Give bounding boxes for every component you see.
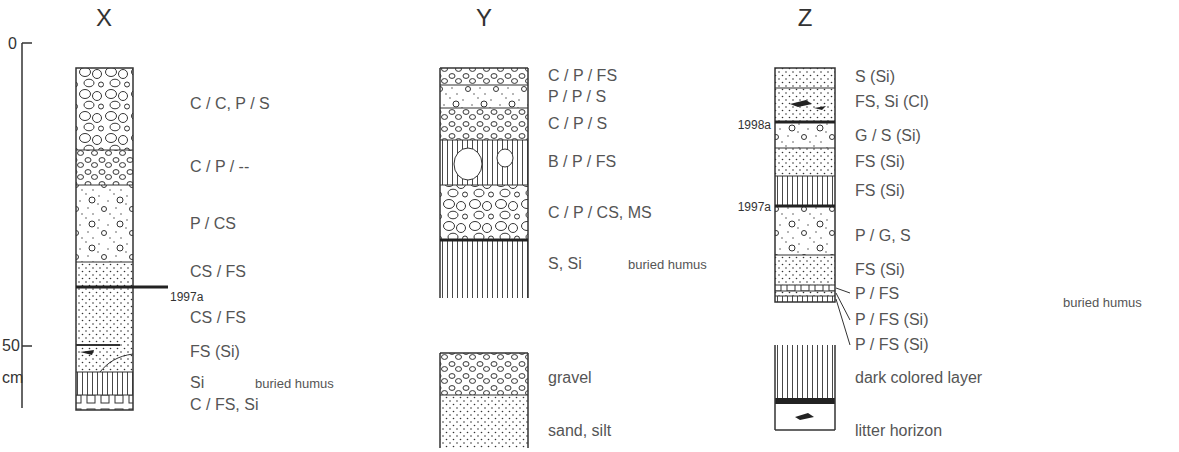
horizon-note: buried humus <box>628 258 707 272</box>
depth-unit: cm <box>2 369 23 387</box>
layer-label: C / C, P / S <box>190 95 270 113</box>
depth-tick: 50 <box>2 337 20 355</box>
profile-y <box>440 68 528 298</box>
humus-layer <box>76 372 133 395</box>
layer-label: FS, Si (Cl) <box>855 93 929 111</box>
thin-layer <box>775 285 835 291</box>
layer-label: FS (Si) <box>855 182 905 200</box>
layer-label: C / P / -- <box>190 158 249 176</box>
pebble-layer <box>440 68 528 85</box>
gravel-layer <box>76 395 133 410</box>
column-heading: Y <box>476 5 492 31</box>
layer-label: P / FS <box>855 285 899 303</box>
pebble-layer <box>440 108 528 140</box>
pebble-layer <box>76 150 133 185</box>
layer-label: FS (Si) <box>190 343 240 361</box>
gravel-layer <box>440 353 528 395</box>
column-heading: X <box>96 5 112 31</box>
flood-marker-line <box>775 205 835 208</box>
layer-label: P / G, S <box>855 227 911 245</box>
sand-layer <box>440 395 528 448</box>
layer-label: B / P / FS <box>548 153 616 171</box>
layer-label: P / CS <box>190 215 236 233</box>
layer-label: C / P / FS <box>548 67 617 85</box>
layer-label: Si <box>190 374 204 392</box>
layer-label: G / S (Si) <box>855 127 921 145</box>
layer-label: CS / FS <box>190 263 246 281</box>
sand-layer <box>76 287 133 345</box>
boulder <box>497 149 513 167</box>
clay-lens <box>790 100 812 107</box>
cobble-layer <box>440 185 528 240</box>
depth-tick: 0 <box>8 35 17 53</box>
cobble-layer <box>76 68 133 150</box>
layer-label: P / P / S <box>548 88 606 106</box>
profile-z-lower <box>775 345 835 430</box>
dark-layer <box>775 345 835 398</box>
boulder-layer <box>440 140 528 185</box>
year-marker: 1997a <box>170 291 203 304</box>
humus-layer <box>775 296 835 302</box>
clay-lens <box>814 106 826 110</box>
layer-label: P / FS (Si) <box>855 336 929 354</box>
profile-z <box>775 68 850 345</box>
sand-pebble-layer <box>76 185 133 262</box>
horizon-note: buried humus <box>1063 296 1142 310</box>
flood-marker-line <box>76 286 168 289</box>
horizon-note: buried humus <box>255 377 334 391</box>
sand-layer <box>76 262 133 287</box>
layer-label: dark colored layer <box>855 369 982 387</box>
gravel-sand-layer <box>775 122 835 148</box>
sand-pebble-layer <box>440 85 528 108</box>
humus-layer <box>440 240 528 298</box>
fine-sand-layer <box>775 255 835 285</box>
layer-boundary <box>100 354 133 372</box>
layer-label: gravel <box>548 369 592 387</box>
depth-scale <box>22 43 32 408</box>
pebble-sand-layer <box>775 206 835 255</box>
layer-label: S (Si) <box>855 68 895 86</box>
litter-horizon <box>775 404 835 430</box>
profile-y-lower <box>440 353 528 448</box>
layer-label: S, Si <box>548 255 582 273</box>
litter-lens <box>795 413 814 420</box>
fine-sand-layer <box>775 88 835 122</box>
fine-sand-layer <box>775 148 835 176</box>
silty-layer <box>775 176 835 206</box>
layer-label: FS (Si) <box>855 153 905 171</box>
flood-marker-line <box>775 121 835 124</box>
thin-layer <box>775 291 835 296</box>
layer-label: FS (Si) <box>855 261 905 279</box>
leader-lines <box>836 288 850 345</box>
column-heading: Z <box>798 5 813 31</box>
layer-label: litter horizon <box>855 422 942 440</box>
layer-label: CS / FS <box>190 309 246 327</box>
clay-lens <box>80 350 94 355</box>
sand-layer <box>775 68 835 88</box>
profile-x <box>76 68 168 410</box>
layer-label: C / P / S <box>548 115 607 133</box>
year-marker: 1998a <box>738 119 771 132</box>
litter-band <box>775 398 835 404</box>
year-marker: 1997a <box>738 201 771 214</box>
layer-label: C / FS, Si <box>190 396 258 414</box>
layer-label: sand, silt <box>548 422 611 440</box>
layer-label: P / FS (Si) <box>855 311 929 329</box>
fine-sand-layer <box>76 345 133 372</box>
layer-label: C / P / CS, MS <box>548 204 652 222</box>
boulder <box>454 148 482 180</box>
